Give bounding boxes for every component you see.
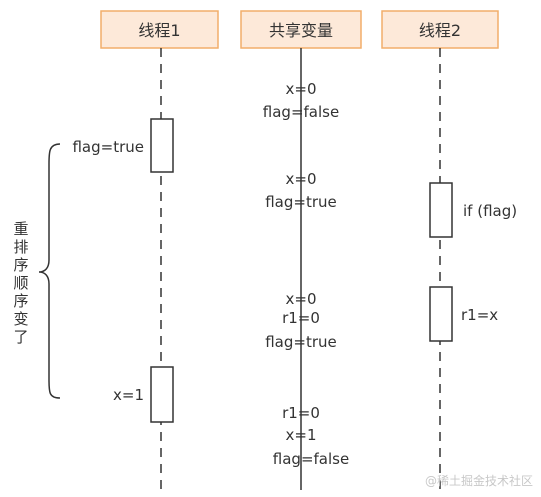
thread1-label-x-eq-1: x=1: [113, 386, 144, 404]
shared-variables-header: 共享变量: [240, 10, 362, 49]
reorder-note-char-6: 变: [13, 310, 28, 328]
shared-state-4-line-3: flag=false: [273, 450, 349, 468]
shared-state-1-line-1: x=0: [286, 80, 317, 98]
thread2-header-label: 线程2: [419, 21, 461, 40]
shared-state-3-line-1: x=0: [286, 290, 317, 308]
thread1-header-label: 线程1: [138, 21, 180, 40]
shared-state-4-line-2: x=1: [286, 426, 317, 444]
shared-state-3-line-3: flag=true: [265, 333, 337, 351]
thread1-label-flag-true: flag=true: [72, 138, 144, 156]
shared-state-4-line-1: r1=0: [282, 404, 320, 422]
reorder-brace: [38, 143, 61, 399]
shared-variables-header-label: 共享变量: [269, 21, 333, 40]
reorder-note-char-1: 重: [13, 220, 28, 238]
reorder-note-char-7: 了: [13, 328, 28, 346]
thread1-activation-flag: [150, 118, 174, 173]
reorder-note-char-2: 排: [13, 238, 28, 256]
thread1-activation-x: [150, 366, 174, 423]
shared-state-2-line-2: flag=true: [265, 193, 337, 211]
shared-state-1-line-2: flag=false: [263, 103, 339, 121]
reorder-note-char-5: 序: [13, 292, 28, 310]
shared-state-3-line-2: r1=0: [282, 309, 320, 327]
reorder-note-char-3: 序: [13, 256, 28, 274]
thread2-label-r1-eq-x: r1=x: [461, 306, 498, 324]
thread2-label-if-flag: if (flag): [463, 202, 517, 220]
thread1-header: 线程1: [100, 10, 219, 49]
thread2-activation-r1: [429, 286, 453, 342]
shared-state-2-line-1: x=0: [286, 170, 317, 188]
reorder-note-char-4: 顺: [13, 274, 28, 292]
watermark: @稀土掘金技术社区: [425, 473, 533, 488]
thread2-header: 线程2: [381, 10, 499, 49]
thread2-activation-if: [429, 182, 453, 238]
reorder-note: 重 排 序 顺 序 变 了: [13, 220, 28, 346]
